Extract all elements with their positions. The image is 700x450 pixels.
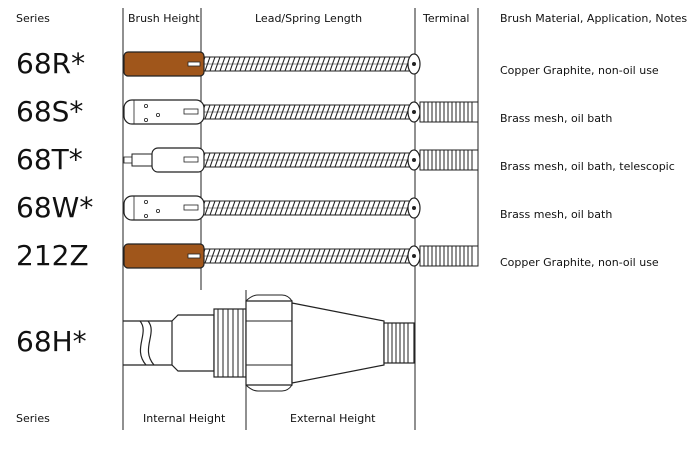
telescopic-tip bbox=[123, 156, 133, 164]
brush-slot bbox=[183, 204, 199, 211]
series-label-row-5: 212Z bbox=[16, 239, 89, 272]
brush-slot bbox=[183, 108, 199, 115]
holder-assembly bbox=[123, 294, 415, 392]
note-row-2: Brass mesh, oil bath bbox=[500, 112, 613, 125]
mesh-dot bbox=[143, 213, 148, 218]
header-lead-spring-length: Lead/Spring Length bbox=[255, 12, 363, 25]
brush-slot bbox=[187, 61, 201, 67]
header-series: Series bbox=[16, 12, 50, 25]
series-label-row-1: 68R* bbox=[16, 47, 86, 80]
brush-row bbox=[123, 147, 479, 173]
brush-row bbox=[123, 51, 421, 77]
terminal-hole bbox=[412, 62, 416, 66]
threaded-terminal bbox=[419, 149, 479, 171]
footer-series: Series bbox=[16, 412, 50, 425]
brush-slot bbox=[183, 156, 199, 163]
telescopic-outer bbox=[151, 147, 205, 173]
mesh-dot bbox=[143, 199, 148, 204]
terminal-hole bbox=[412, 110, 416, 114]
header-notes: Brush Material, Application, Notes bbox=[500, 12, 688, 25]
terminal-hole bbox=[412, 158, 416, 162]
brush-row bbox=[123, 243, 479, 269]
threaded-terminal bbox=[419, 245, 479, 267]
series-label-row-2: 68S* bbox=[16, 95, 84, 128]
footer-external-height: External Height bbox=[290, 412, 376, 425]
telescopic-inner bbox=[131, 153, 153, 167]
header-terminal: Terminal bbox=[423, 12, 470, 25]
header-brush-height: Brush Height bbox=[128, 12, 200, 25]
mesh-dot bbox=[143, 104, 148, 109]
footer-internal-height: Internal Height bbox=[143, 412, 226, 425]
brush-row bbox=[123, 195, 421, 221]
holder-tip-thread bbox=[383, 322, 415, 364]
copper-brush bbox=[123, 243, 205, 269]
holder-cone bbox=[291, 302, 385, 384]
hex-nut bbox=[245, 300, 293, 386]
mesh-dot bbox=[155, 113, 160, 118]
hex-nut-chamfer bbox=[245, 294, 293, 302]
threaded-terminal bbox=[419, 101, 479, 123]
terminal-hole bbox=[412, 206, 416, 210]
note-row-4: Brass mesh, oil bath bbox=[500, 208, 613, 221]
note-row-1: Copper Graphite, non-oil use bbox=[500, 64, 659, 77]
note-row-3: Brass mesh, oil bath, telescopic bbox=[500, 160, 675, 173]
brush-slot bbox=[187, 253, 201, 259]
terminal-hole bbox=[412, 254, 416, 258]
mesh-dot bbox=[143, 118, 148, 123]
copper-brush bbox=[123, 51, 205, 77]
hex-nut-chamfer bbox=[245, 384, 293, 392]
cable-break bbox=[139, 320, 147, 366]
cable-break bbox=[147, 320, 155, 366]
brush-row bbox=[123, 99, 479, 125]
mesh-dot bbox=[155, 208, 160, 213]
note-row-5: Copper Graphite, non-oil use bbox=[500, 256, 659, 269]
holder-thread-body bbox=[213, 308, 247, 378]
brush-rows bbox=[123, 51, 479, 269]
series-label-holder: 68H* bbox=[16, 325, 87, 358]
series-label-row-3: 68T* bbox=[16, 143, 83, 176]
holder-neck bbox=[171, 314, 215, 372]
series-label-row-4: 68W* bbox=[16, 191, 94, 224]
